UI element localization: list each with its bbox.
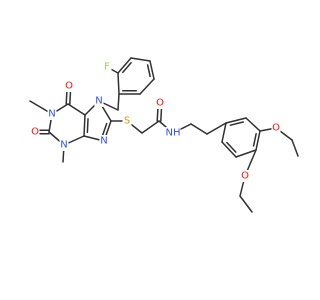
atom-label-ob: O <box>241 171 249 182</box>
bond-b1-ch2b <box>117 93 120 111</box>
atom-label-bg <box>47 108 57 120</box>
bond-b2-b3 <box>117 57 132 74</box>
atom-label-s: S <box>124 116 130 127</box>
bond-b3-b4 <box>130 57 151 62</box>
atom-label-bg <box>155 97 165 109</box>
atom-label-bg <box>165 127 181 139</box>
bond-e2-r1 <box>206 122 227 135</box>
atom-label-f: F <box>104 62 110 73</box>
atom-label-nh: NH <box>166 128 181 139</box>
bond-b4-b5-inner <box>146 64 151 78</box>
atom-label-n7: N <box>95 96 102 107</box>
atom-label-bg <box>94 95 104 107</box>
bond-b2-b3-inner <box>122 62 132 74</box>
bond-b5-b6 <box>139 78 155 95</box>
bond-ch2s-cam <box>141 120 160 134</box>
bond-b1-b2 <box>117 72 120 95</box>
atom-label-o2: O <box>31 127 39 138</box>
atom-label-bg <box>271 122 281 134</box>
atom-label-n3: N <box>60 140 67 151</box>
bond-ea1-ea2 <box>291 139 299 157</box>
bond-c5-c4-inner <box>86 118 89 134</box>
bond-r2-r3 <box>245 117 261 132</box>
atom-label-n9: N <box>100 136 107 147</box>
atom-label-bg <box>240 170 250 182</box>
bond-r1-r2-inner <box>229 121 244 126</box>
bond-e1-e2 <box>190 123 208 135</box>
bond-c5-c6 <box>67 103 86 116</box>
atom-label-bg <box>59 139 69 151</box>
atom-label-bg <box>64 80 74 92</box>
bond-c5-c4 <box>83 114 86 137</box>
bond-r4-r5 <box>235 149 257 158</box>
bond-r3-r4-inner <box>252 133 257 147</box>
atom-label-o6: O <box>65 81 73 92</box>
atom-label-oa: O <box>272 123 280 134</box>
bond-n9-c8-inner <box>101 122 108 138</box>
atom-label-n1: N <box>48 109 55 120</box>
bond-eb1-eb2 <box>239 195 253 213</box>
atom-label-bg <box>102 61 112 73</box>
bond-r1-r2 <box>225 117 247 124</box>
bond-r6-r1 <box>221 122 227 143</box>
bond-r3-r4 <box>255 130 261 151</box>
bond-r5-r6 <box>221 141 237 158</box>
bond-r5-r6-inner <box>226 141 237 153</box>
atom-label-bg <box>30 126 40 138</box>
atom-label-oam: O <box>156 98 164 109</box>
atom-label-bg <box>99 135 109 147</box>
bond-b4-b5 <box>149 60 155 80</box>
atom-label-bg <box>122 115 132 127</box>
